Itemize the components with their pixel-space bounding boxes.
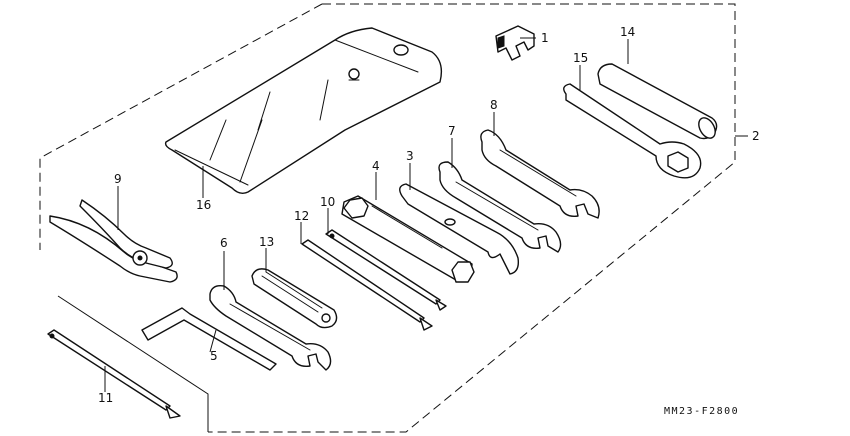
open-wrench-8 — [480, 129, 600, 219]
screwdriver-shaft-10 — [325, 229, 447, 311]
callout-14: 14 — [620, 25, 635, 39]
callout-5: 5 — [210, 349, 218, 363]
box-spanner — [341, 195, 475, 283]
clip — [495, 25, 535, 61]
hook-spanner — [399, 183, 520, 275]
handle-sleeve — [597, 63, 718, 140]
callout-8: 8 — [490, 98, 498, 112]
callout-3: 3 — [406, 149, 414, 163]
callout-9: 9 — [114, 172, 122, 186]
open-wrench-7 — [438, 161, 562, 253]
callout-10: 10 — [320, 195, 335, 209]
callout-16: 16 — [196, 198, 211, 212]
callout-15: 15 — [573, 51, 588, 65]
callout-6: 6 — [220, 236, 228, 250]
callout-2: 2 — [752, 129, 760, 143]
box-wrench — [563, 83, 702, 179]
drawing-code: MM23-F2800 — [664, 406, 739, 417]
kit-boundary — [39, 3, 736, 433]
leader-lines — [104, 37, 748, 392]
callout-7: 7 — [448, 124, 456, 138]
callout-12: 12 — [294, 209, 309, 223]
callout-4: 4 — [372, 159, 380, 173]
tool-bag — [164, 27, 443, 195]
screwdriver-11 — [47, 329, 181, 419]
callout-11: 11 — [98, 391, 113, 405]
hex-key — [141, 307, 277, 371]
screwdriver-shaft-12 — [301, 239, 433, 331]
screwdriver-handle — [251, 268, 338, 329]
pliers — [49, 199, 178, 283]
callout-labels: 1 2 3 4 5 6 7 8 9 10 11 12 13 14 15 16 — [98, 25, 760, 405]
callout-13: 13 — [259, 235, 274, 249]
callout-1: 1 — [541, 31, 549, 45]
